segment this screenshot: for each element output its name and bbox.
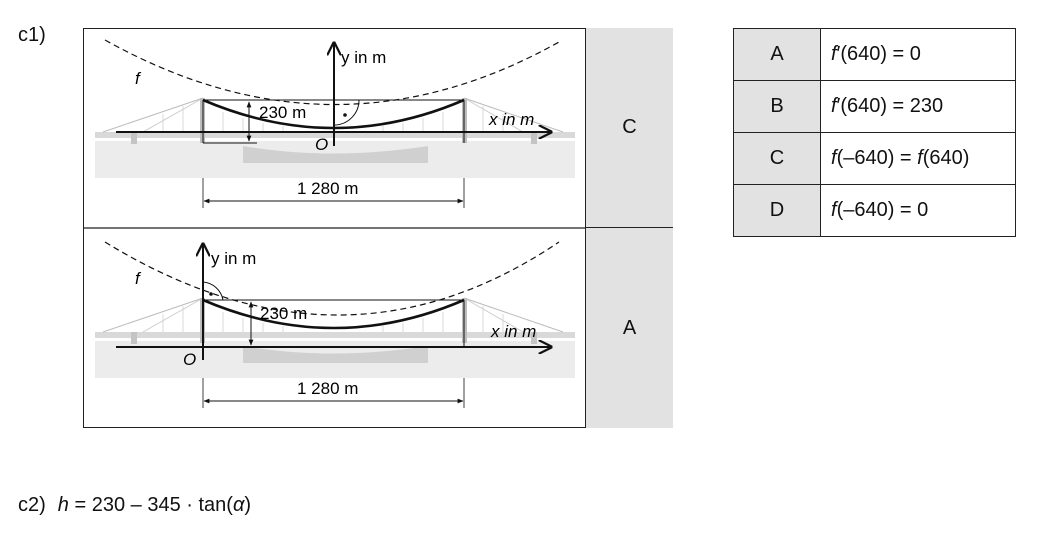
option-key: B — [733, 80, 821, 133]
span-label: 1 280 m — [297, 379, 358, 398]
y-axis-label: y in m — [341, 48, 386, 67]
option-row: C f(–640) = f(640) — [733, 132, 1016, 185]
option-key: D — [733, 184, 821, 237]
parabola-dashed — [104, 241, 560, 316]
figure-1: y in m x in m O f 230 m 1 280 m — [94, 39, 576, 208]
y-axis-label: y in m — [211, 249, 256, 268]
curve-label: f — [135, 69, 142, 88]
right-angle-mark — [202, 281, 224, 301]
curve-label: f — [135, 269, 142, 288]
answer-cell-2[interactable]: A — [585, 228, 673, 428]
option-key: A — [733, 28, 821, 81]
span-label: 1 280 m — [297, 179, 358, 198]
parabola-cable — [202, 298, 465, 330]
option-row: B f′(640) = 230 — [733, 80, 1016, 133]
option-expression: f′(640) = 0 — [820, 28, 1016, 81]
option-expression: f(–640) = 0 — [820, 184, 1016, 237]
bridge-figures: y in m x in m O f 230 m 1 280 m y in m x… — [83, 39, 585, 408]
option-expression: f′(640) = 230 — [820, 80, 1016, 133]
part-c1-label: c1) — [18, 24, 46, 46]
figure-2: y in m x in m O f 230 m 1 280 m — [94, 241, 576, 408]
answer-cell-1[interactable]: C — [585, 28, 673, 228]
option-key: C — [733, 132, 821, 185]
options-table: A f′(640) = 0 B f′(640) = 230 C f(–640) … — [733, 28, 1016, 237]
right-angle-mark — [333, 99, 360, 126]
option-row: D f(–640) = 0 — [733, 184, 1016, 237]
formula: h = 230 – 345 · tan(α) — [57, 494, 252, 516]
x-axis-label: x in m — [488, 110, 534, 129]
part-c2-label: c2) — [18, 494, 46, 516]
height-label: 230 m — [260, 304, 307, 323]
option-row: A f′(640) = 0 — [733, 28, 1016, 81]
option-expression: f(–640) = f(640) — [820, 132, 1016, 185]
part-c2: c2) h = 230 – 345 · tan(α) — [18, 494, 251, 517]
height-label: 230 m — [259, 103, 306, 122]
x-axis-label: x in m — [490, 322, 536, 341]
parabola-dashed — [104, 39, 560, 106]
origin-label: O — [183, 350, 196, 369]
origin-label: O — [315, 135, 328, 154]
